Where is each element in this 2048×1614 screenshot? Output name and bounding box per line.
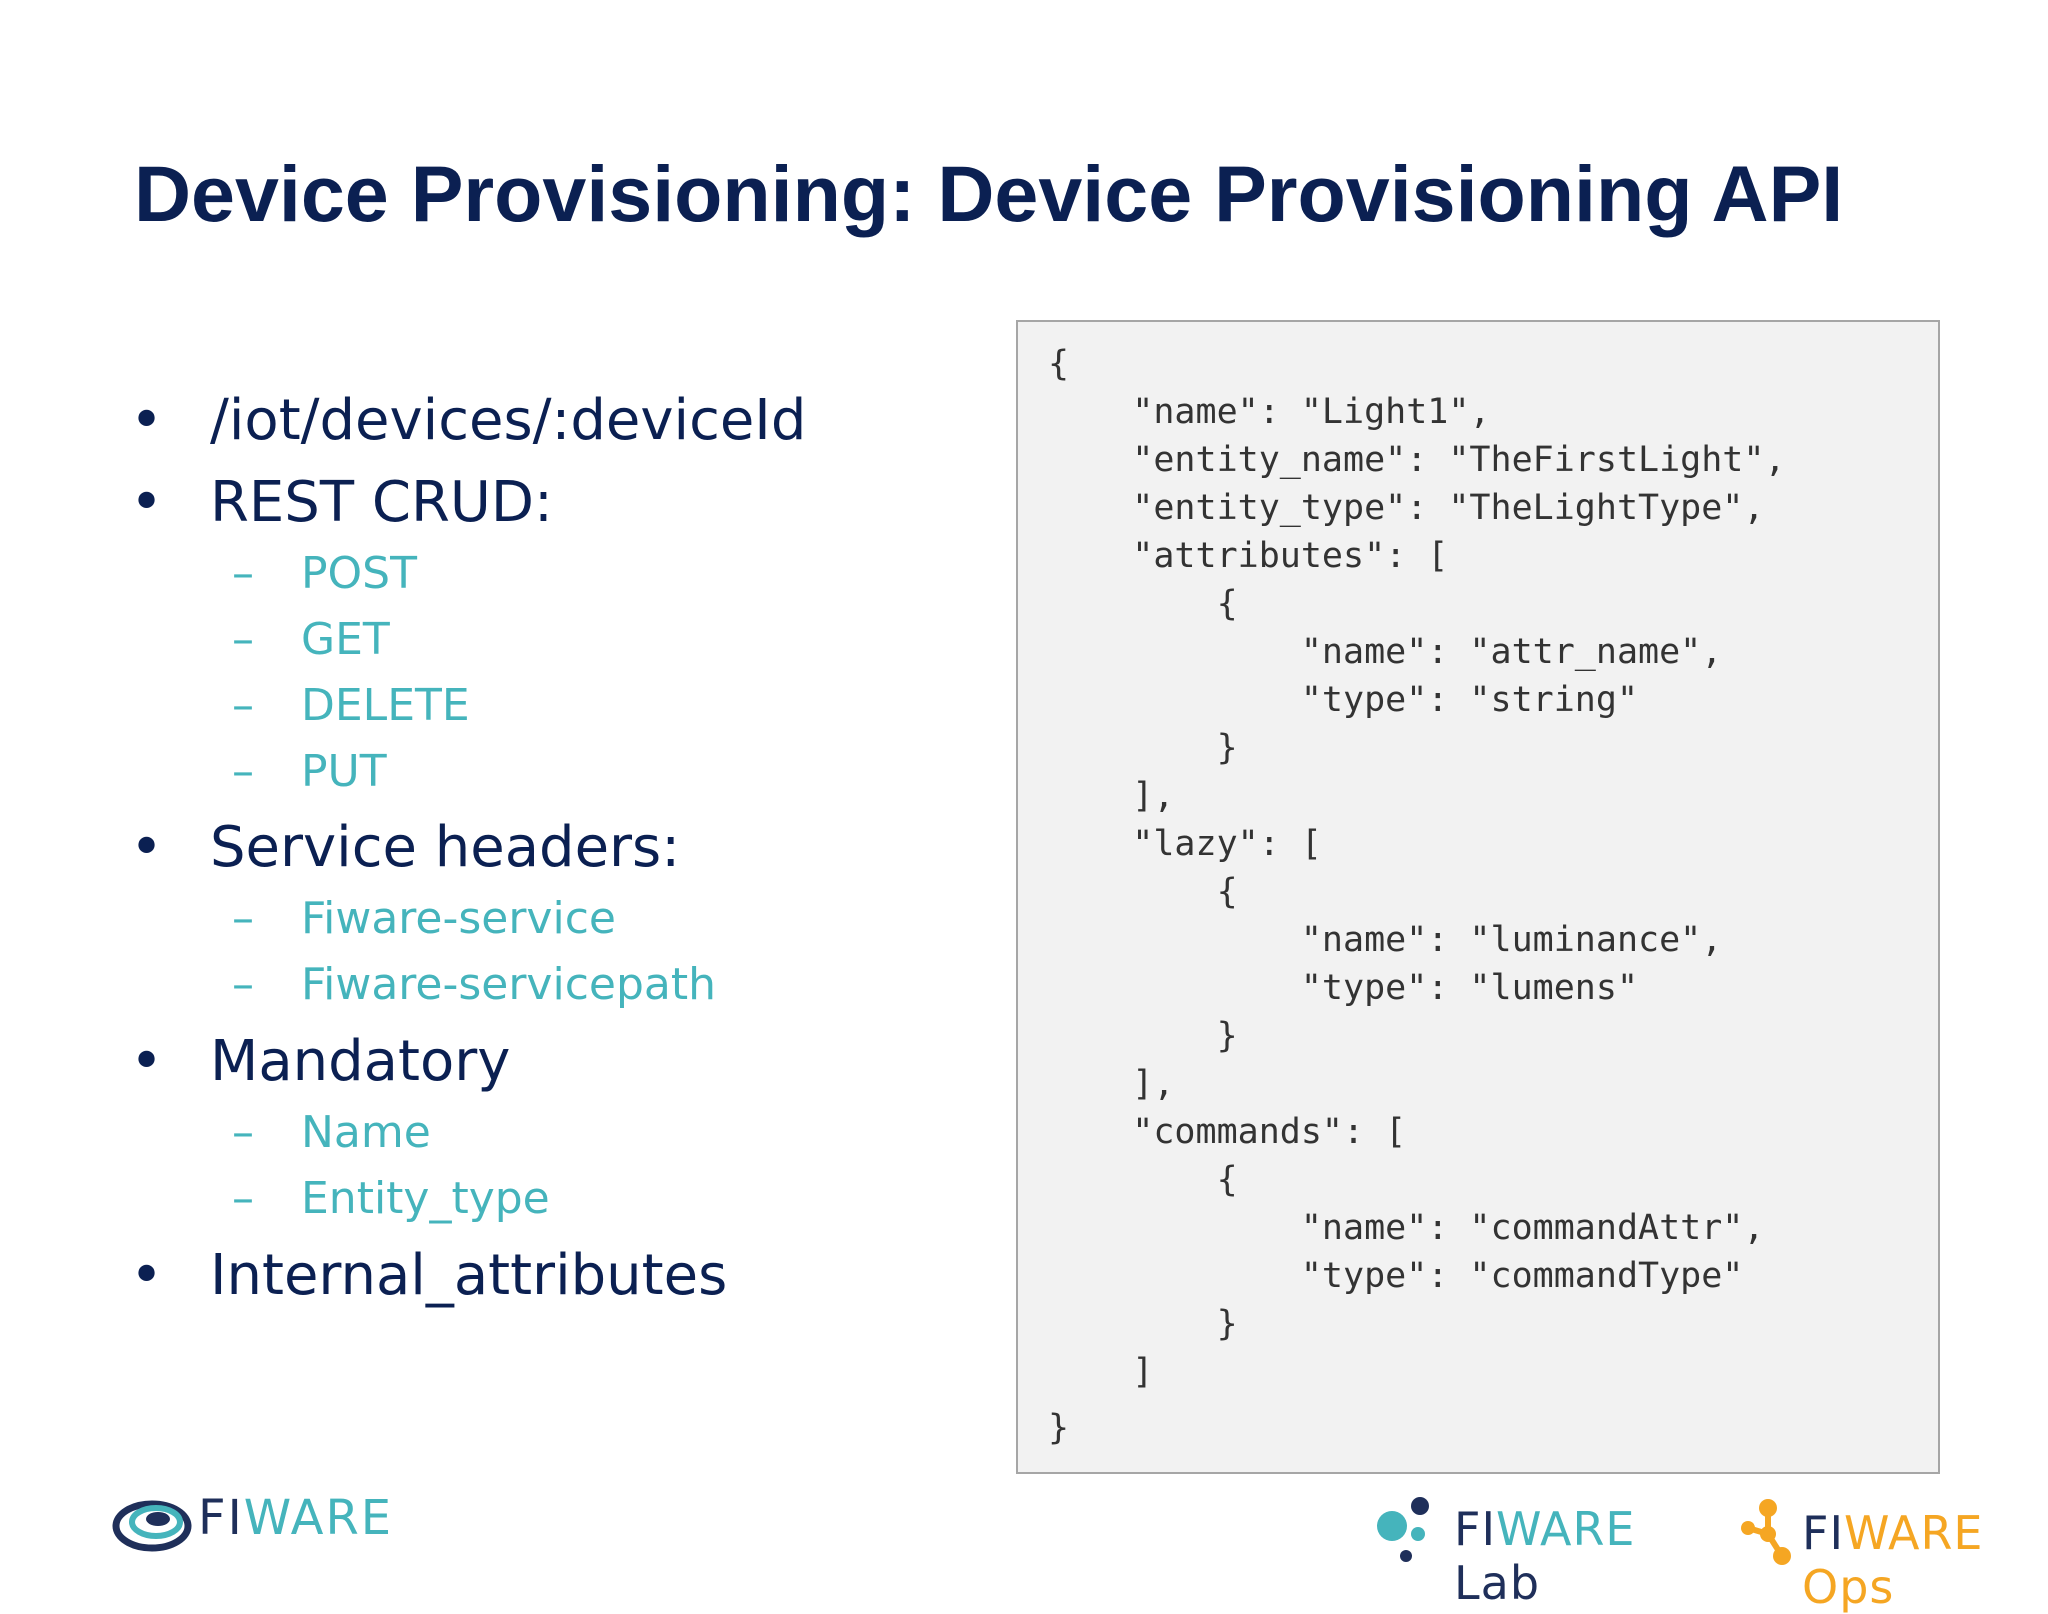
fiware-lab-logo: FIWARE Lab: [1370, 1490, 1720, 1610]
code-line: {: [1048, 584, 1238, 624]
code-line: ],: [1048, 776, 1175, 816]
bullet-text: Service headers:: [210, 815, 681, 880]
code-line: "name": "luminance",: [1048, 920, 1723, 960]
bullet-marker: •: [130, 470, 164, 535]
bullet-marker: •: [130, 815, 164, 880]
code-line: }: [1048, 1408, 1070, 1448]
sub-item-text: Fiware-service: [301, 893, 616, 944]
code-line: ],: [1048, 1064, 1175, 1104]
bullet-marker: •: [130, 1029, 164, 1094]
dash-marker: –: [232, 680, 254, 731]
dash-marker: –: [232, 614, 254, 665]
code-line: ]: [1048, 1352, 1154, 1392]
molecule-icon: [1377, 1497, 1429, 1562]
sub-item-text: PUT: [301, 746, 387, 797]
code-line: "name": "Light1",: [1048, 392, 1491, 432]
code-line: {: [1048, 872, 1238, 912]
bullet-text: REST CRUD:: [210, 470, 553, 535]
code-line: "type": "commandType": [1048, 1256, 1744, 1296]
dash-marker: –: [232, 746, 254, 797]
code-line: "type": "string": [1048, 680, 1639, 720]
dash-marker: –: [232, 1107, 254, 1158]
fiware-logo: FIWARE: [112, 1488, 391, 1558]
logo-text-light: WARE: [1844, 1506, 1984, 1560]
code-line: {: [1048, 1160, 1238, 1200]
network-icon: [1741, 1499, 1791, 1565]
code-line: }: [1048, 728, 1238, 768]
code-line: {: [1048, 344, 1070, 384]
dash-marker: –: [232, 959, 254, 1010]
code-line: "entity_type": "TheLightType",: [1048, 488, 1765, 528]
dash-marker: –: [232, 1173, 254, 1224]
bullet-text: Internal_attributes: [210, 1243, 728, 1308]
code-line: "commands": [: [1048, 1112, 1407, 1152]
code-line: "type": "lumens": [1048, 968, 1639, 1008]
sub-item-text: GET: [301, 614, 390, 665]
logo-text-dark: FI: [198, 1490, 244, 1546]
logo-text-light: WARE: [1496, 1502, 1636, 1556]
bullet-marker: •: [130, 388, 164, 453]
logo-text-suffix: Lab: [1454, 1556, 1541, 1610]
fiware-ops-logo: FIWARE Ops: [1738, 1494, 2048, 1614]
json-code-block: { "name": "Light1", "entity_name": "TheF…: [1016, 320, 1940, 1474]
code-line: "entity_name": "TheFirstLight",: [1048, 440, 1786, 480]
logo-text-dark: FI: [1454, 1502, 1497, 1556]
bullet-text: Mandatory: [210, 1029, 511, 1094]
sub-item-text: Fiware-servicepath: [301, 959, 716, 1010]
sub-item-text: POST: [301, 548, 417, 599]
slide-title: Device Provisioning: Device Provisioning…: [134, 149, 1844, 238]
code-line: "attributes": [: [1048, 536, 1449, 576]
code-line: "lazy": [: [1048, 824, 1322, 864]
dash-marker: –: [232, 548, 254, 599]
dash-marker: –: [232, 893, 254, 944]
code-line: "name": "commandAttr",: [1048, 1208, 1765, 1248]
fiware-swirl-icon: [112, 1500, 192, 1552]
sub-item-text: Entity_type: [301, 1173, 550, 1224]
sub-item-text: Name: [301, 1107, 431, 1158]
bullet-text: /iot/devices/:deviceId: [210, 388, 807, 453]
bullet-marker: •: [130, 1243, 164, 1308]
code-line: }: [1048, 1016, 1238, 1056]
sub-item-text: DELETE: [301, 680, 470, 731]
logo-text-dark: FI: [1802, 1506, 1845, 1560]
code-line: }: [1048, 1304, 1238, 1344]
code-line: "name": "attr_name",: [1048, 632, 1723, 672]
logo-text-light: WARE: [243, 1490, 394, 1546]
logo-text-suffix: Ops: [1802, 1560, 1895, 1614]
